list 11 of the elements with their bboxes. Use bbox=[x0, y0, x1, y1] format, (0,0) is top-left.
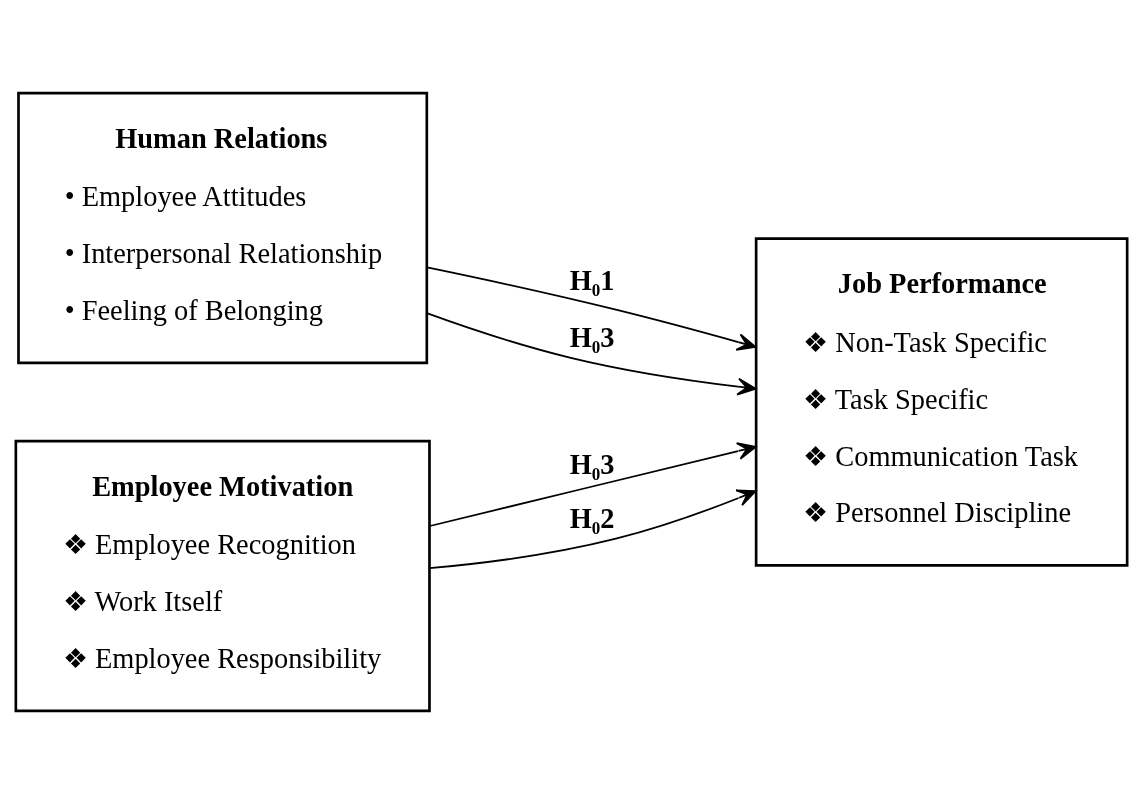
arrow bbox=[429, 441, 757, 527]
arrow bbox=[426, 266, 757, 351]
arrow bbox=[428, 489, 757, 569]
edge-label: H₀3 bbox=[569, 448, 615, 480]
arrow bbox=[425, 311, 757, 395]
edge-label: H₀3 bbox=[569, 321, 615, 353]
node-box: Employee Motivation ❖ Employee Recognition ❖ Work Itself ❖ Employee Responsibility bbox=[14, 439, 431, 712]
edge-label: H₀1 bbox=[569, 264, 615, 296]
edge-label: H₀2 bbox=[569, 502, 615, 534]
node-box: Job Performance ❖ Non-Task Specific ❖ Task Specific ❖ Communication Task ❖ Personnel Discipline bbox=[754, 236, 1129, 567]
node-box: Human Relations • Employee Attitudes • Interpersonal Relationship • Feeling of Belonging bbox=[17, 91, 429, 364]
